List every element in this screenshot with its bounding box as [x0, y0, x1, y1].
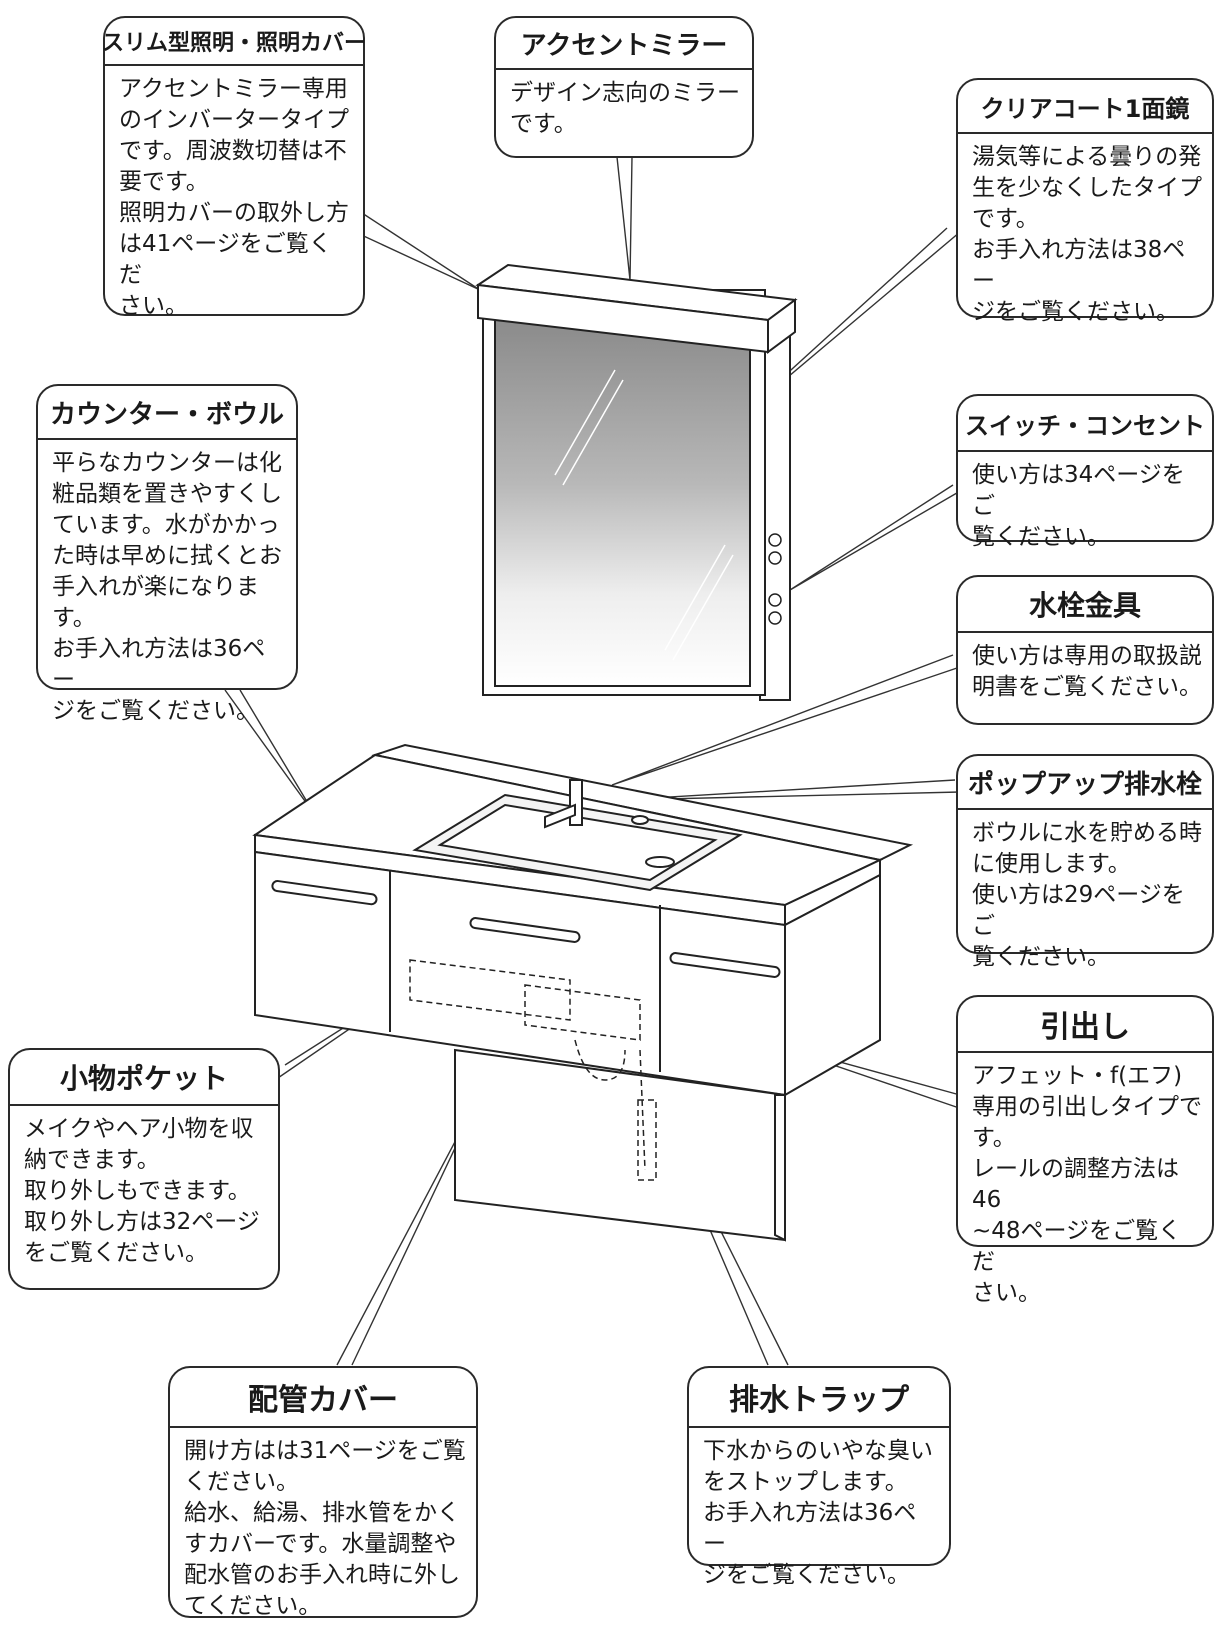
accent-mirror-cabinet: [475, 263, 798, 701]
callout-drain-trap: 排水トラップ 下水からのいやな臭い をストップします。 お手入れ方法は36ペー …: [687, 1366, 951, 1588]
callout-body: デザイン志向のミラー です。: [510, 80, 740, 137]
callout-popup-drain: ポップアップ排水栓 ボウルに水を貯める時 に使用します。 使い方は29ページをご…: [956, 754, 1214, 970]
callout-accent-mirror: アクセントミラー デザイン志向のミラー です。: [494, 16, 754, 158]
callout-body: 平らなカウンターは化 粧品類を置きやすくし ています。水がかかっ た時は早めに拭…: [52, 450, 282, 724]
vanity-cabinet: [254, 850, 881, 1242]
callout-title: 排水トラップ: [689, 1368, 949, 1428]
callout-body: アクセントミラー専用 のインバータータイプ です。周波数切替は不 要です。 照明…: [119, 76, 349, 319]
vanity-counter: [252, 743, 914, 927]
hidden-piping: [409, 959, 657, 1181]
callout-body: 湯気等による曇りの発 生を少なくしたタイプ です。 お手入れ方法は38ペー ジを…: [972, 144, 1202, 325]
callout-faucet: 水栓金具 使い方は専用の取扱説 明書をご覧ください。: [956, 575, 1214, 725]
callout-title: スイッチ・コンセント: [958, 396, 1212, 452]
callout-body: ボウルに水を貯める時 に使用します。 使い方は29ページをご 覧ください。: [972, 820, 1202, 970]
callout-body: 下水からのいやな臭い をストップします。 お手入れ方法は36ペー ジをご覧くださ…: [703, 1438, 933, 1588]
callout-title: 引出し: [958, 997, 1212, 1053]
callout-slim-light: スリム型照明・照明カバー アクセントミラー専用 のインバータータイプ です。周波…: [102, 16, 366, 319]
callout-body: 使い方は専用の取扱説 明書をご覧ください。: [972, 643, 1202, 700]
callout-title: ポップアップ排水栓: [958, 756, 1212, 810]
callout-drawer: 引出し アフェット・f(エフ) 専用の引出しタイプで す。 レールの調整方法は4…: [956, 995, 1214, 1306]
callout-counter-bowl: カウンター・ボウル 平らなカウンターは化 粧品類を置きやすくし ています。水がか…: [36, 384, 298, 724]
callout-title: アクセントミラー: [496, 18, 752, 70]
callout-title: スリム型照明・照明カバー: [102, 18, 366, 66]
callout-switch-outlet: スイッチ・コンセント 使い方は34ページをご 覧ください。: [956, 394, 1214, 550]
callout-title: カウンター・ボウル: [38, 386, 296, 440]
callout-body: メイクやヘア小物を収 納できます。 取り外しもできます。 取り外し方は32ページ…: [24, 1116, 260, 1266]
callout-body: アフェット・f(エフ) 専用の引出しタイプで す。 レールの調整方法は46 ~4…: [972, 1063, 1202, 1306]
callout-title: 配管カバー: [170, 1368, 476, 1428]
callout-small-pocket: 小物ポケット メイクやヘア小物を収 納できます。 取り外しもできます。 取り外し…: [8, 1048, 280, 1290]
callout-title: 小物ポケット: [10, 1050, 278, 1106]
callout-title: クリアコート1面鏡: [958, 80, 1212, 134]
callout-body: 使い方は34ページをご 覧ください。: [972, 462, 1185, 550]
callout-title: 水栓金具: [958, 577, 1212, 633]
callout-clear-coat: クリアコート1面鏡 湯気等による曇りの発 生を少なくしたタイプ です。 お手入れ…: [956, 78, 1214, 325]
callout-body: 開け方はは31ページをご覧 ください。 給水、給湯、排水管をかく すカバーです。…: [184, 1438, 466, 1619]
callout-pipe-cover: 配管カバー 開け方はは31ページをご覧 ください。 給水、給湯、排水管をかく す…: [168, 1366, 478, 1619]
